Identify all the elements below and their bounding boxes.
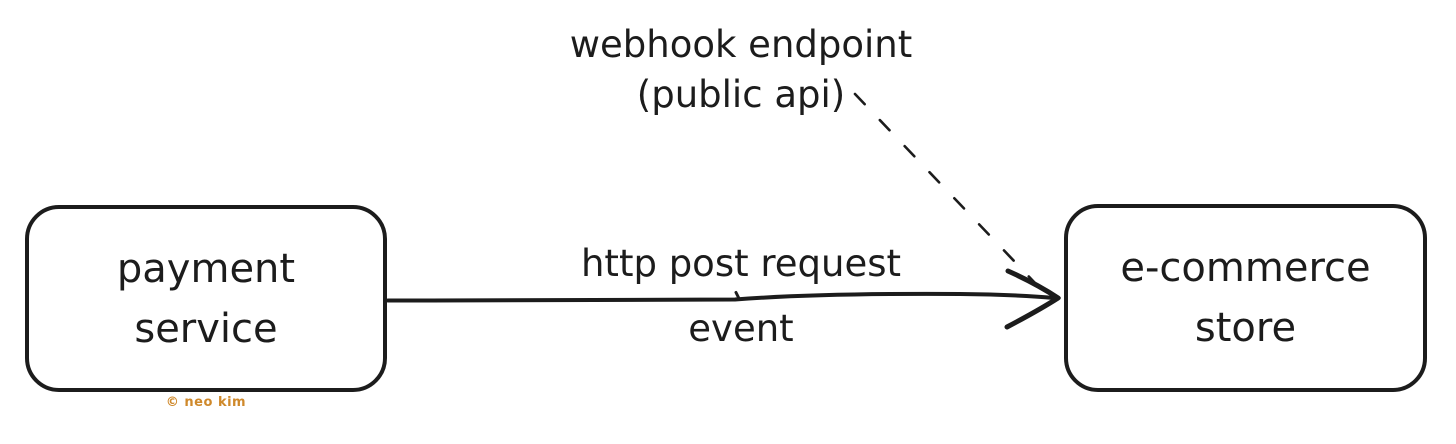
node-payment-service: payment service (25, 205, 387, 392)
pen-blip (734, 291, 740, 299)
edge-label-http-post-request: http post request (580, 242, 902, 285)
author-credit: © neo kim (165, 395, 247, 410)
solid-arrow-shaft (386, 291, 1056, 303)
arrowhead-icon-overdraw (1022, 280, 1061, 320)
node-ecommerce-store: e-commerce store (1064, 204, 1427, 392)
webhook-endpoint-label: webhook endpoint (public api) (569, 23, 913, 116)
edge-label-event: event (688, 307, 794, 350)
node-payment-service-label: payment service (116, 245, 296, 352)
dashed-pointer-line (853, 92, 1037, 285)
node-ecommerce-store-label: e-commerce store (1120, 245, 1371, 351)
